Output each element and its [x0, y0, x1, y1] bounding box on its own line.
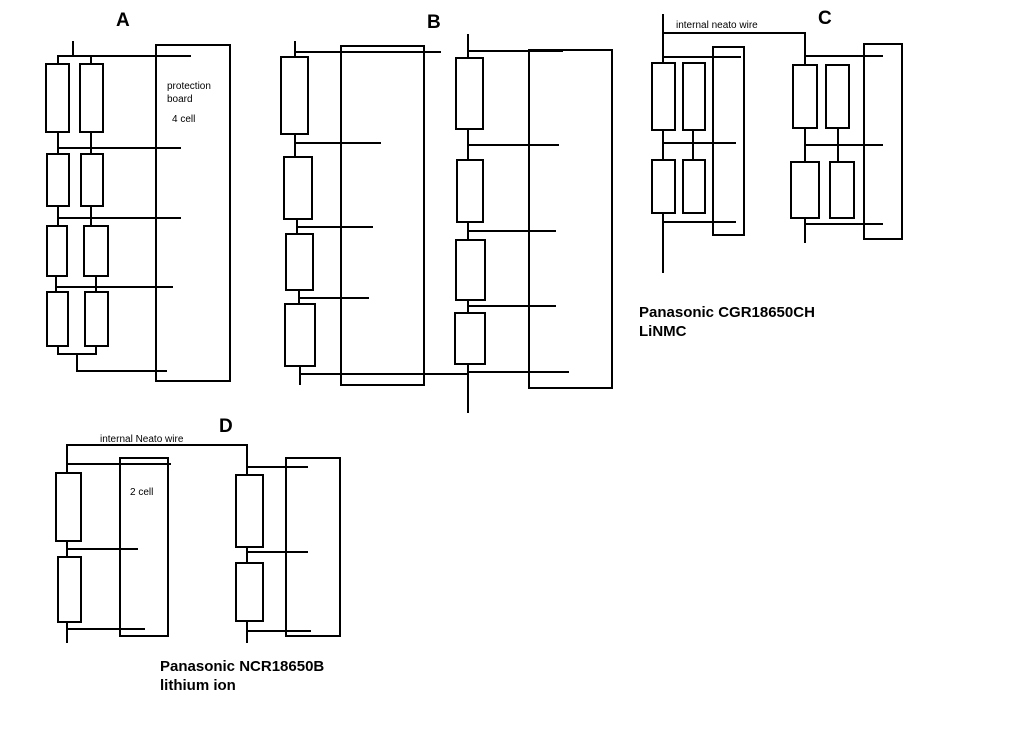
cell-a3-right: [83, 225, 109, 277]
protection-board-b1: [340, 45, 425, 386]
diagram-c: C internal neato wire Panasonic CGR18650…: [639, 8, 903, 340]
protection-board-d1: [119, 457, 169, 637]
cell-b3: [285, 233, 314, 291]
cell-c5: [792, 64, 818, 129]
internal-wire-label-d: internal Neato wire: [100, 434, 184, 445]
cell-a4-left: [46, 291, 69, 347]
cell-c4: [682, 159, 706, 214]
cell-d4: [235, 562, 264, 622]
cell-b6: [456, 159, 484, 223]
caption-d-line2: lithium ion: [160, 677, 236, 694]
diagram-d-label: D: [219, 416, 233, 437]
cell-b4: [284, 303, 316, 367]
cell-d1: [55, 472, 82, 542]
cell-b7: [455, 239, 486, 301]
two-cell-label: 2 cell: [130, 487, 153, 498]
diagram-b: B: [280, 12, 613, 413]
cell-a4-right: [84, 291, 109, 347]
cell-a1-right: [79, 63, 104, 133]
protection-board-d2: [285, 457, 341, 637]
cell-b5: [455, 57, 484, 130]
diagram-c-label: C: [818, 8, 832, 29]
cell-c2: [682, 62, 706, 131]
four-cell-label: 4 cell: [172, 114, 195, 125]
protection-board-label-line2: board: [167, 94, 193, 105]
diagram-b-label: B: [427, 12, 441, 33]
caption-c-line2: LiNMC: [639, 323, 687, 340]
protection-board-label-line1: protection: [167, 81, 211, 92]
cell-a2-left: [46, 153, 70, 207]
cell-d2: [57, 556, 82, 623]
cell-c6: [825, 64, 850, 129]
diagram-a-label: A: [116, 10, 130, 31]
caption-d-line1: Panasonic NCR18650B: [160, 658, 324, 675]
diagram-a: A protection board 4 cell: [45, 10, 231, 382]
protection-board-b2: [528, 49, 613, 389]
protection-board-c1: [712, 46, 745, 236]
protection-board-a: [155, 44, 231, 382]
cell-a1-left: [45, 63, 70, 133]
internal-wire-label-c: internal neato wire: [676, 20, 758, 31]
cell-b1: [280, 56, 309, 135]
cell-a3-left: [46, 225, 68, 277]
cell-a2-right: [80, 153, 104, 207]
cell-b2: [283, 156, 313, 220]
cell-c8: [829, 161, 855, 219]
protection-board-c2: [863, 43, 903, 240]
cell-c1: [651, 62, 676, 131]
caption-c-line1: Panasonic CGR18650CH: [639, 304, 815, 321]
cell-c3: [651, 159, 676, 214]
diagram-d: D internal Neato wire 2 cell Panasonic N…: [55, 416, 341, 694]
cell-c7: [790, 161, 820, 219]
cell-b8: [454, 312, 486, 365]
cell-d3: [235, 474, 264, 548]
